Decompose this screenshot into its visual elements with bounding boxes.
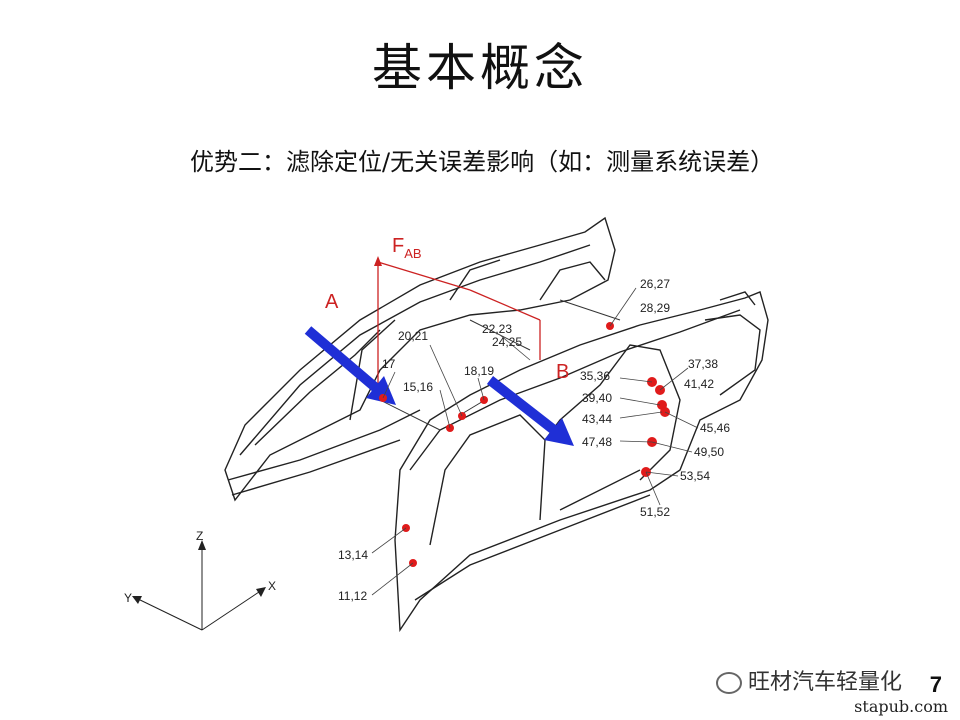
point-label: 20,21 <box>398 329 428 343</box>
point-label: 13,14 <box>338 548 368 562</box>
point-label: 35,36 <box>580 369 610 383</box>
coordinate-axes <box>132 540 266 631</box>
point-label: 43,44 <box>582 412 612 426</box>
label-a: A <box>325 291 339 313</box>
point-label: 11,12 <box>338 589 367 603</box>
point-label: 18,19 <box>464 364 494 378</box>
watermark-text: 旺材汽车轻量化 <box>748 670 903 695</box>
point-label: 41,42 <box>684 377 714 391</box>
point-label: 37,38 <box>688 357 718 371</box>
point-label: 26,27 <box>640 277 670 291</box>
measurement-markers <box>379 322 670 567</box>
axis-x-label: X <box>268 579 276 593</box>
roof-lines <box>379 299 621 431</box>
watermark: 旺材汽车轻量化 <box>716 664 902 696</box>
point-label: 51,52 <box>640 505 670 519</box>
rear-body-side-outline <box>224 216 616 502</box>
point-label: 17 <box>382 357 396 371</box>
point-label: 47,48 <box>582 435 612 449</box>
point-label: 39,40 <box>582 391 612 405</box>
blue-arrow-b <box>486 376 574 446</box>
point-label: 28,29 <box>640 301 670 315</box>
point-label: 53,54 <box>680 469 710 483</box>
force-arrow <box>374 256 541 400</box>
slide-subtitle: 优势二：滤除定位/无关误差影响（如：测量系统误差） <box>190 148 775 176</box>
label-b: B <box>556 361 569 383</box>
point-label: 45,46 <box>700 421 730 435</box>
point-label: 49,50 <box>694 445 724 459</box>
axis-z-label: Z <box>196 529 203 543</box>
axis-y-label: Y <box>124 591 132 605</box>
page-number: 7 <box>929 672 942 697</box>
force-label: FAB <box>392 235 422 261</box>
wechat-icon <box>716 672 742 694</box>
watermark-url: stapub.com <box>854 697 948 716</box>
point-label: 22,23 <box>482 322 512 336</box>
point-label: 24,25 <box>492 335 522 349</box>
leader-lines <box>371 287 699 596</box>
front-body-side-outline <box>394 291 769 633</box>
slide-title: 基本概念 <box>372 39 588 97</box>
point-label: 15,16 <box>403 380 433 394</box>
blue-arrow-a <box>304 326 396 405</box>
